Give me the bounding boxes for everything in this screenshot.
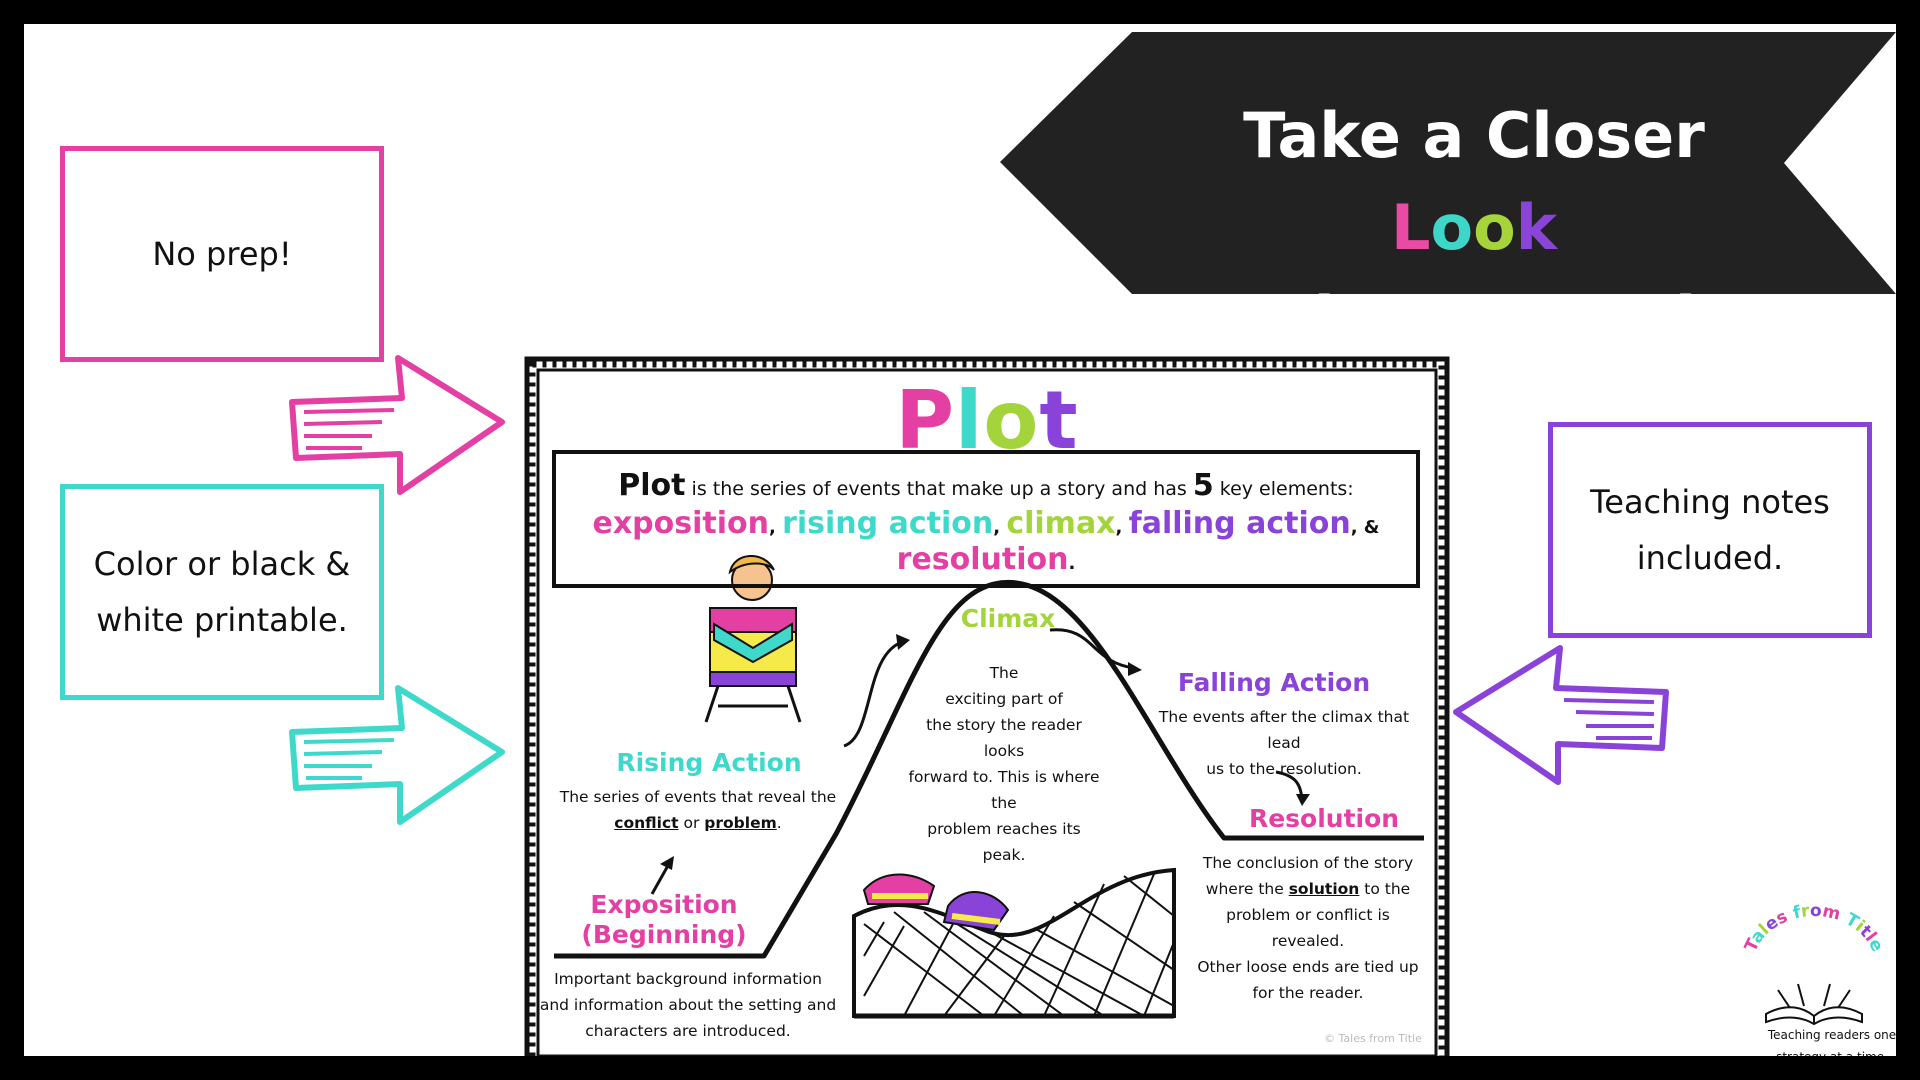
teaching-line-2: included. [1636,539,1784,577]
definition-sentence: Plot is the series of events that make u… [618,468,1354,503]
resolution-label: Resolution [1248,804,1400,833]
look-letter: L [1391,191,1431,264]
coaster-track-icon [852,867,1176,1019]
look-letter: o [1430,191,1474,264]
definition-elements: exposition, rising action, climax, falli… [592,506,1380,541]
poster-frame [524,356,1450,1056]
climax-description: The exciting part of the story the reade… [908,664,1100,864]
logo-letter: r [1800,904,1811,922]
exposition-label: Exposition (Beginning) [581,890,747,949]
logo-letter: m [1821,904,1843,925]
definition-elements-end: resolution. [896,542,1076,577]
no-prep-text: No prep! [152,235,292,273]
title-banner [1000,32,1896,294]
printable-line-2: white printable. [96,601,348,639]
banner-title: Take a Closer Look Landscape option [1154,90,1794,366]
copyright-text: © Tales from Title [1324,1032,1422,1045]
logo-tagline: Teaching readers one strategy at a time. [1767,1028,1896,1056]
resolution-description: The conclusion of the story where the so… [1197,854,1419,1002]
purple-arrow-icon [1453,645,1669,785]
look-letter: k [1515,191,1557,264]
printable-line-1: Color or black & [93,545,351,583]
kid-coaster-icon [704,555,802,723]
teaching-line-1: Teaching notes [1590,483,1830,521]
teal-arrow-icon [289,685,505,825]
climax-label: Climax [960,604,1056,633]
exposition-description: Important background information and inf… [539,970,837,1040]
teaching-notes-box: Teaching notes included. [1548,422,1872,638]
no-prep-box: No prep! [60,146,384,362]
falling-action-label: Falling Action [1177,668,1371,697]
falling-action-description: The events after the climax that lead us… [1158,708,1410,778]
logo-letter: o [1810,904,1822,921]
svg-text:Tales from Title: Tales from Title [1741,904,1887,955]
definition-box: Plot is the series of events that make u… [552,450,1420,588]
rising-action-label: Rising Action [616,748,802,777]
banner-line-1: Take a Closer Look [1243,99,1705,264]
plot-poster: Plot Plot is the series of events that m… [524,356,1450,1056]
tales-from-title-logo: Tales from Title [1741,904,1887,1026]
look-letter: o [1473,191,1516,264]
rising-action-description: The series of events that reveal the con… [559,788,837,832]
banner-line-2: Landscape option [1165,283,1783,356]
pink-arrow-icon [289,355,505,495]
printable-box: Color or black & white printable. [60,484,384,700]
slide: Take a Closer Look Landscape option No p… [24,24,1896,1056]
logo-arc-text: Tales from Title [1741,904,1887,955]
